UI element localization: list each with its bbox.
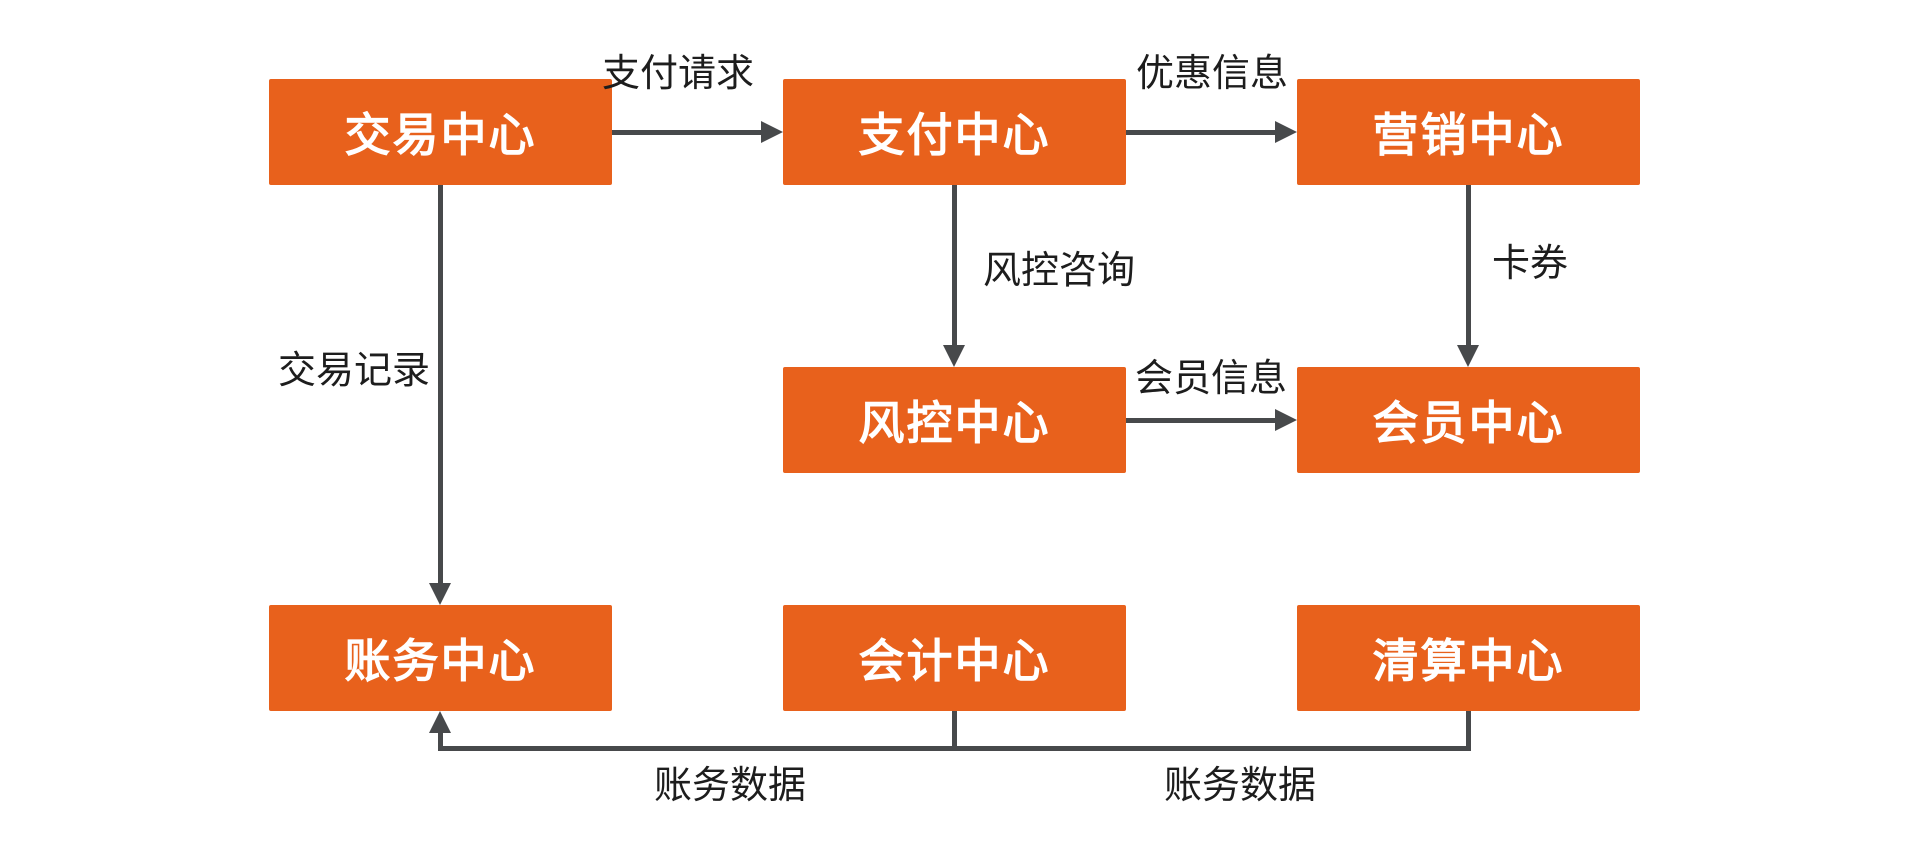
edge-account-data-bus-line bbox=[438, 746, 1471, 751]
node-marketing-center: 营销中心 bbox=[1297, 79, 1640, 185]
node-accounting-center: 账务中心 bbox=[269, 605, 612, 711]
edge-member-info-line bbox=[1126, 418, 1277, 423]
edge-label-payment-request: 支付请求 bbox=[601, 53, 755, 95]
edge-risk-consult-arrowhead-icon bbox=[943, 345, 965, 367]
edge-trade-record-arrowhead-icon bbox=[429, 583, 451, 605]
node-payment-center: 支付中心 bbox=[783, 79, 1126, 185]
edge-label-member-info: 会员信息 bbox=[1134, 358, 1288, 400]
edge-label-trade-record: 交易记录 bbox=[278, 350, 431, 392]
node-member-center: 会员中心 bbox=[1297, 367, 1640, 473]
edge-clearing-drop-line bbox=[1466, 711, 1471, 751]
node-transaction-center: 交易中心 bbox=[269, 79, 612, 185]
node-clearing-center: 清算中心 bbox=[1297, 605, 1640, 711]
edge-discount-info-arrowhead-icon bbox=[1275, 121, 1297, 143]
edge-discount-info-line bbox=[1126, 130, 1277, 135]
edge-bookkeeping-drop-line bbox=[952, 711, 957, 751]
edge-trade-record-line bbox=[438, 185, 443, 585]
node-risk-center: 风控中心 bbox=[783, 367, 1126, 473]
edge-risk-consult-line bbox=[952, 185, 957, 347]
node-bookkeeping-center: 会计中心 bbox=[783, 605, 1126, 711]
edge-payment-request-line bbox=[612, 130, 763, 135]
edge-account-data-arrowhead-icon bbox=[429, 711, 451, 733]
edge-card-coupon-line bbox=[1466, 185, 1471, 347]
edge-label-card-coupon: 卡券 bbox=[1492, 243, 1569, 285]
edge-label-discount-info: 优惠信息 bbox=[1135, 53, 1289, 95]
edge-payment-request-arrowhead-icon bbox=[761, 121, 783, 143]
edge-label-account-data-right: 账务数据 bbox=[1163, 765, 1317, 807]
edge-member-info-arrowhead-icon bbox=[1275, 409, 1297, 431]
edge-label-risk-consult: 风控咨询 bbox=[983, 250, 1136, 292]
edge-label-account-data-left: 账务数据 bbox=[653, 765, 807, 807]
edge-card-coupon-arrowhead-icon bbox=[1457, 345, 1479, 367]
edge-account-data-up-line bbox=[438, 731, 443, 746]
